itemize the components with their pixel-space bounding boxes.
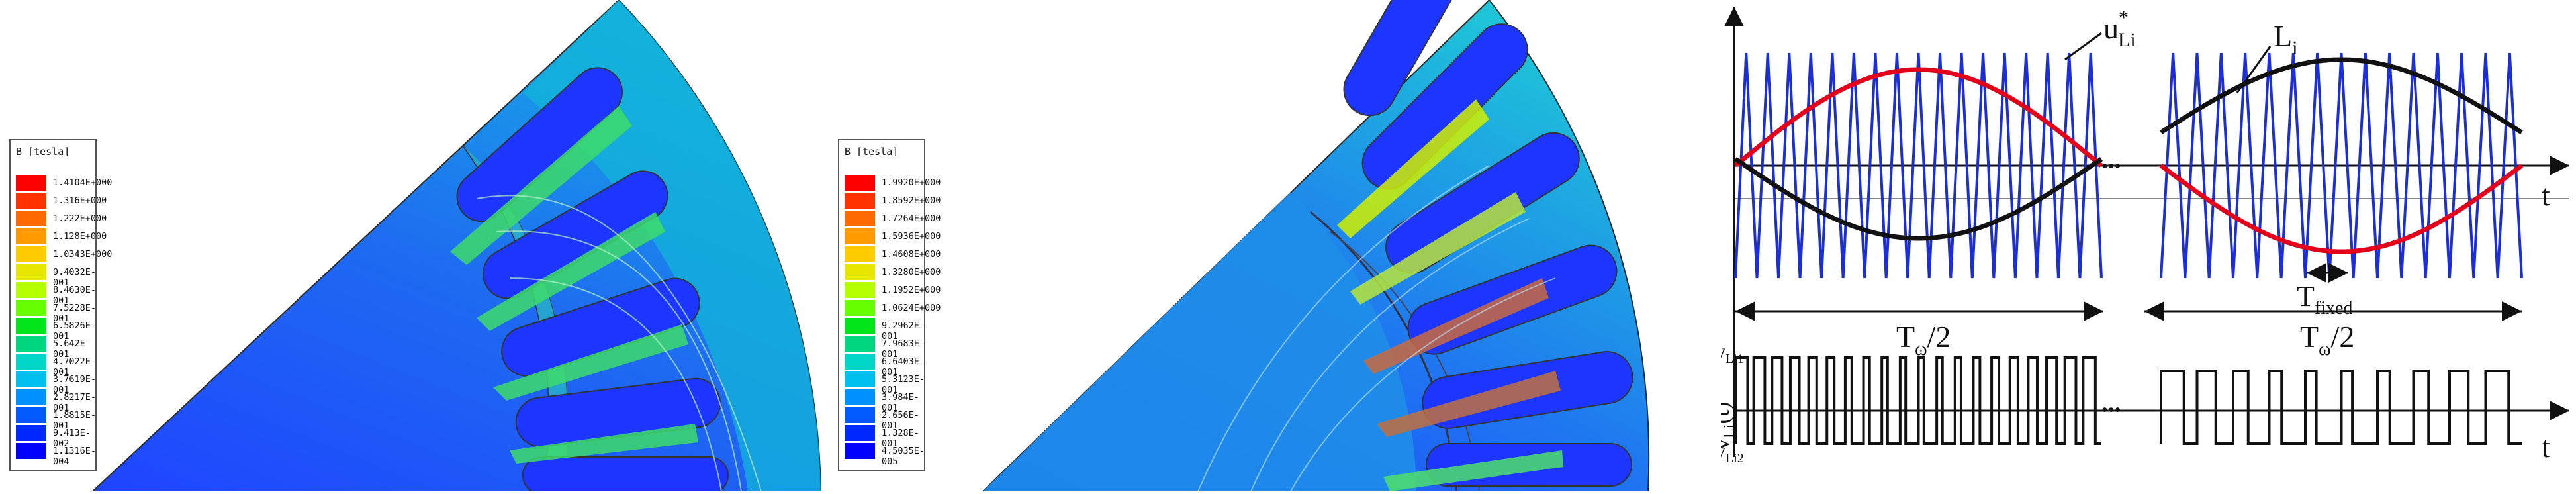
carrier-wave-right — [2160, 52, 2523, 279]
flux-lines-b — [1197, 165, 1556, 492]
legend-value: 1.3280E+000 — [882, 267, 941, 277]
fem-plot-a — [91, 0, 822, 494]
carrier-wave-left — [1734, 52, 2103, 279]
legend-value: 8.4630E-001 — [53, 285, 97, 306]
legend-swatch — [845, 354, 875, 370]
inductance-curve-left — [1734, 157, 2103, 241]
legend-swatch — [845, 264, 875, 280]
continuation-dots-bottom: ••• — [2101, 400, 2121, 420]
legend-value: 1.328E-001 — [882, 428, 919, 449]
legend-value: 1.0624E+000 — [882, 303, 941, 313]
fem-panel-a: B [tesla] 1.4104E+000 1.316E+000 1.222E+00… — [0, 0, 822, 494]
pwm-waveform-panel: u*Li Li t ••• Tfixed Tω/2 Tω/2 t ••• vLi… — [1708, 0, 2576, 491]
fem-plot-b — [981, 0, 1650, 492]
legend-swatch — [845, 371, 875, 387]
legend-value: 1.222E+000 — [53, 213, 107, 224]
legend-title: B [tesla] — [845, 146, 899, 158]
legend-value: 7.5228E-001 — [53, 303, 97, 324]
legend-swatch — [16, 336, 46, 352]
legend-value: 9.4032E-001 — [53, 267, 97, 288]
legend-swatch — [16, 425, 46, 441]
legend-value: 3.7619E-001 — [53, 374, 97, 395]
legend-value: 2.656E-001 — [882, 410, 919, 431]
tfixed-label: Tfixed — [2297, 280, 2352, 319]
legend-value: 1.7264E+000 — [882, 213, 941, 224]
legend-swatch — [845, 407, 875, 423]
u-ref-label: u*Li — [2103, 7, 2136, 51]
legend-swatch — [845, 336, 875, 352]
legend-swatch — [845, 318, 875, 334]
legend-value: 9.2962E-001 — [882, 321, 925, 342]
reference-curve-left — [1733, 67, 2103, 168]
legend-value: 1.128E+000 — [53, 231, 107, 242]
legend-swatch — [845, 175, 875, 191]
legend-value: 6.6403E-001 — [882, 356, 925, 377]
legend-swatch — [16, 264, 46, 280]
pwm-diagram: u*Li Li t ••• Tfixed Tω/2 Tω/2 t ••• vLi… — [1708, 7, 2569, 466]
legend-value: 6.5826E-001 — [53, 321, 97, 342]
legend-swatch — [845, 282, 875, 298]
reference-curve-right — [2159, 164, 2524, 254]
legend-swatch — [845, 443, 875, 459]
l-label: Li — [2274, 19, 2297, 59]
legend-swatch — [16, 175, 46, 191]
legend-swatch — [16, 407, 46, 423]
legend-value: 4.7022E-001 — [53, 356, 97, 377]
legend-value: 3.984E-001 — [882, 392, 919, 413]
t-axis-label-bottom: t — [2542, 430, 2550, 464]
legend-swatch — [16, 282, 46, 298]
l-label-leader — [2236, 46, 2272, 93]
legend-swatch — [845, 211, 875, 226]
continuation-dots: ••• — [2101, 156, 2121, 177]
u-label-leader — [2064, 32, 2102, 61]
legend-swatch — [845, 228, 875, 244]
legend-swatch — [16, 389, 46, 405]
legend-swatch — [845, 300, 875, 316]
legend-swatch — [16, 318, 46, 334]
legend-value: 2.8217E-001 — [53, 392, 97, 413]
legend-value: 5.642E-001 — [53, 338, 91, 360]
color-legend-b: B [tesla] 1.9920E+000 1.8592E+000 1.7264E+… — [838, 139, 941, 471]
legend-value: 1.8592E+000 — [882, 195, 941, 206]
legend-swatch — [16, 211, 46, 226]
teeth-a — [450, 106, 698, 464]
legend-swatch — [16, 300, 46, 316]
legend-value: 1.4104E+000 — [53, 177, 113, 188]
legend-value: 1.9920E+000 — [882, 177, 941, 188]
legend-value: 1.4608E+000 — [882, 249, 941, 260]
legend-swatch — [16, 354, 46, 370]
legend-value: 1.8815E-001 — [53, 410, 97, 431]
legend-value: 1.0343E+000 — [53, 249, 113, 260]
color-legend-a: B [tesla] 1.4104E+000 1.316E+000 1.222E+00… — [9, 139, 112, 471]
legend-value: 1.5936E+000 — [882, 231, 941, 242]
legend-value: 1.316E+000 — [53, 195, 107, 206]
legend-swatch — [845, 193, 875, 209]
legend-swatch — [16, 443, 46, 459]
legend-swatch — [16, 246, 46, 262]
legend-swatch — [845, 425, 875, 441]
legend-value: 4.5035E-005 — [882, 446, 925, 467]
v-high-label: vLi1 — [1721, 340, 1744, 366]
legend-value: 9.413E-002 — [53, 428, 91, 449]
legend-value: 7.9683E-001 — [882, 338, 925, 360]
legend-swatch — [16, 371, 46, 387]
pwm-voltage-right — [2160, 370, 2522, 445]
legend-swatch — [16, 193, 46, 209]
legend-value: 1.1316E-004 — [53, 446, 97, 467]
period-left-label: Tω/2 — [1896, 320, 1951, 360]
legend-swatch — [16, 228, 46, 244]
saturated-teeth-b — [1337, 99, 1563, 491]
legend-title: B [tesla] — [16, 146, 70, 158]
legend-value: 5.3123E-001 — [882, 374, 925, 395]
pwm-voltage-left — [1734, 356, 2101, 445]
legend-value: 1.1952E+000 — [882, 285, 941, 295]
legend-swatch — [845, 246, 875, 262]
inductance-curve-right — [2160, 57, 2523, 134]
t-axis-label: t — [2542, 178, 2550, 212]
legend-swatch — [845, 389, 875, 405]
fem-panel-b: B [tesla] 1.9920E+000 1.8592E+000 1.7264E+… — [827, 0, 1655, 492]
period-right-label: Tω/2 — [2300, 320, 2354, 360]
flux-lines-a — [476, 195, 762, 492]
